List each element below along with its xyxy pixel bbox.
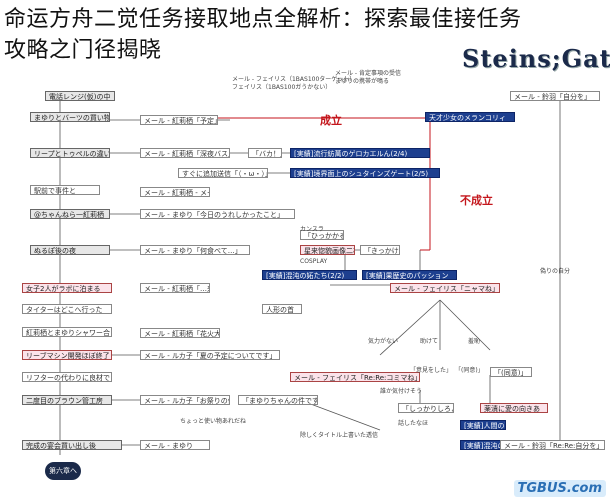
page-title: 命运方舟二觉任务接取地点全解析：探索最佳接任务 攻略之门径揭晓 bbox=[4, 4, 610, 66]
mail-node-0: メール ‐ 紅莉栖「予定」 bbox=[140, 115, 218, 125]
node-left-11: 二度目のブラウン管工房 bbox=[22, 395, 112, 405]
node-left-7: タイターはどこへ行った bbox=[22, 304, 112, 314]
achievement-1: [実績]流行紡萬のゲロカエルん(2/4) bbox=[290, 148, 430, 158]
misc-label-8: 話したなほ bbox=[398, 420, 429, 427]
mail-node-2: すぐに追加送信「（・ω・）」 bbox=[178, 168, 268, 178]
steins-gate-logo: Steins;Gate bbox=[462, 44, 610, 73]
mail-node-1: メール ‐ 紅莉栖「深夜バス」 bbox=[140, 148, 230, 158]
watermark: TGBUS.com bbox=[513, 480, 606, 497]
node-left-9: リーブマシン開発ほぼ終了 bbox=[22, 350, 112, 360]
misc-label-5: 「意見をした」 bbox=[410, 367, 453, 374]
right-node-2: メール ‐ 鈴羽「Re:Re:自分を」 bbox=[500, 440, 605, 450]
node-left-6: 女子2人がラボに泊まる bbox=[22, 283, 112, 293]
node-left-2: リープとトゥペルの違い bbox=[30, 148, 110, 158]
right-note-0: メール ‐ 肯定事項の受信 bbox=[335, 70, 401, 77]
pink-3: 薬漬に愛の向きあ bbox=[480, 403, 548, 413]
mail-node-7: メール ‐ ルカ子「夏の予定についてです」 bbox=[140, 350, 280, 360]
mail-node-10: メール ‐ まゆり bbox=[140, 440, 210, 450]
achievement-2: [実績]境界面上のシュタインズゲート(2/5) bbox=[290, 168, 440, 178]
reply-1: 「ひっかかる」 bbox=[300, 230, 344, 240]
node-left-4: @ちゃんねら一紅莉栖 bbox=[30, 209, 110, 219]
node-left-8: 紅莉栖とまゆりシャワー合 bbox=[22, 327, 112, 337]
node-left-5: ぬるぽ後の夜 bbox=[30, 245, 110, 255]
achievement-5: [実績]人間の夢 bbox=[460, 420, 506, 430]
achievement-3: [実績]混沌の妬たち(2/2) bbox=[262, 270, 357, 280]
mail-node-8: メール ‐ ルカ子「お祭りの件ですが」 bbox=[140, 395, 230, 405]
right-note-1: まゆりの携帯が鳴る bbox=[335, 78, 390, 85]
misc-label-4: 羞恥 bbox=[468, 338, 481, 345]
node-left-3: 駅前で事件と bbox=[30, 185, 100, 195]
misc-label-1: COSPLAY bbox=[300, 258, 328, 265]
misc-label-6: 「(同意)」 bbox=[455, 367, 484, 374]
reply-3: 人形の首 bbox=[262, 304, 302, 314]
mail-node-5: メール ‐ まゆり「何食べて…」 bbox=[140, 245, 250, 255]
achievement-4: [実績]果歴史のパッション bbox=[362, 270, 457, 280]
page-title-line1: 命运方舟二觉任务接取地点全解析：探索最佳接任务 bbox=[4, 7, 522, 32]
header-note-1: フェイリス（1BAS100ガうかない） bbox=[232, 84, 332, 91]
fail-label: 不成立 bbox=[460, 194, 493, 207]
pink-0: 星来惚貌画像二枚 bbox=[300, 245, 355, 255]
node-left-1: まゆりとバーツの買い物 bbox=[30, 112, 110, 122]
reply-6: 「(同意)」 bbox=[490, 367, 532, 377]
pink-2: メール ‐ フェイリス「Re:Re:コミマね」 bbox=[290, 372, 420, 382]
header-note-0: メール ‐ フェイリス（1BAS100ターゲット） bbox=[232, 76, 356, 83]
success-label: 成立 bbox=[320, 114, 342, 127]
node-left-12: 完成の宴会買い出し後 bbox=[22, 440, 122, 450]
next-chapter-node: 第六章へ bbox=[45, 462, 81, 480]
node-left-10: リフターの代わりに良材で bbox=[22, 372, 112, 382]
mail-node-4: メール ‐ まゆり「今日のうれしかったこと」 bbox=[140, 209, 295, 219]
mail-node-9: メール ‐ 紅莉栖「花火大会」 bbox=[140, 328, 220, 338]
title-backdrop bbox=[0, 0, 610, 68]
misc-label-7: 誰か気付けそう bbox=[380, 388, 423, 395]
mail-node-6: メール ‐ 紅莉栖「…来て」 bbox=[140, 283, 210, 293]
right-node-1: 偽りの自分 bbox=[540, 268, 571, 275]
misc-label-10: 除しくタイトル上書いた透信 bbox=[300, 432, 379, 439]
achievement-0: 天才少女のメランコリィ bbox=[425, 112, 515, 122]
node-left-0: 電話レンジ(仮)の中 bbox=[45, 91, 115, 101]
mail-node-3: メール ‐ 紅莉栖 ‐ メール会話 bbox=[140, 187, 210, 197]
reply-2: 「きっかけ」 bbox=[360, 245, 400, 255]
reply-0: 「バカ！」 bbox=[248, 148, 282, 158]
pink-1: メール ‐ フェイリス「ニャマね」 bbox=[390, 283, 500, 293]
misc-label-0: カンスラ bbox=[300, 226, 324, 233]
reply-4: 「まゆりちゃんの件です」 bbox=[238, 395, 318, 405]
misc-label-9: ちょっと使い物あれだね bbox=[180, 418, 247, 425]
page-title-line2: 攻略之门径揭晓 bbox=[4, 38, 162, 63]
right-node-0: メール ‐ 鈴羽「自分を」 bbox=[510, 91, 600, 101]
misc-label-2: 気力がない bbox=[368, 338, 399, 345]
misc-label-3: 助けて bbox=[420, 338, 439, 345]
reply-5: 「しっかりしろよ」 bbox=[398, 403, 454, 413]
